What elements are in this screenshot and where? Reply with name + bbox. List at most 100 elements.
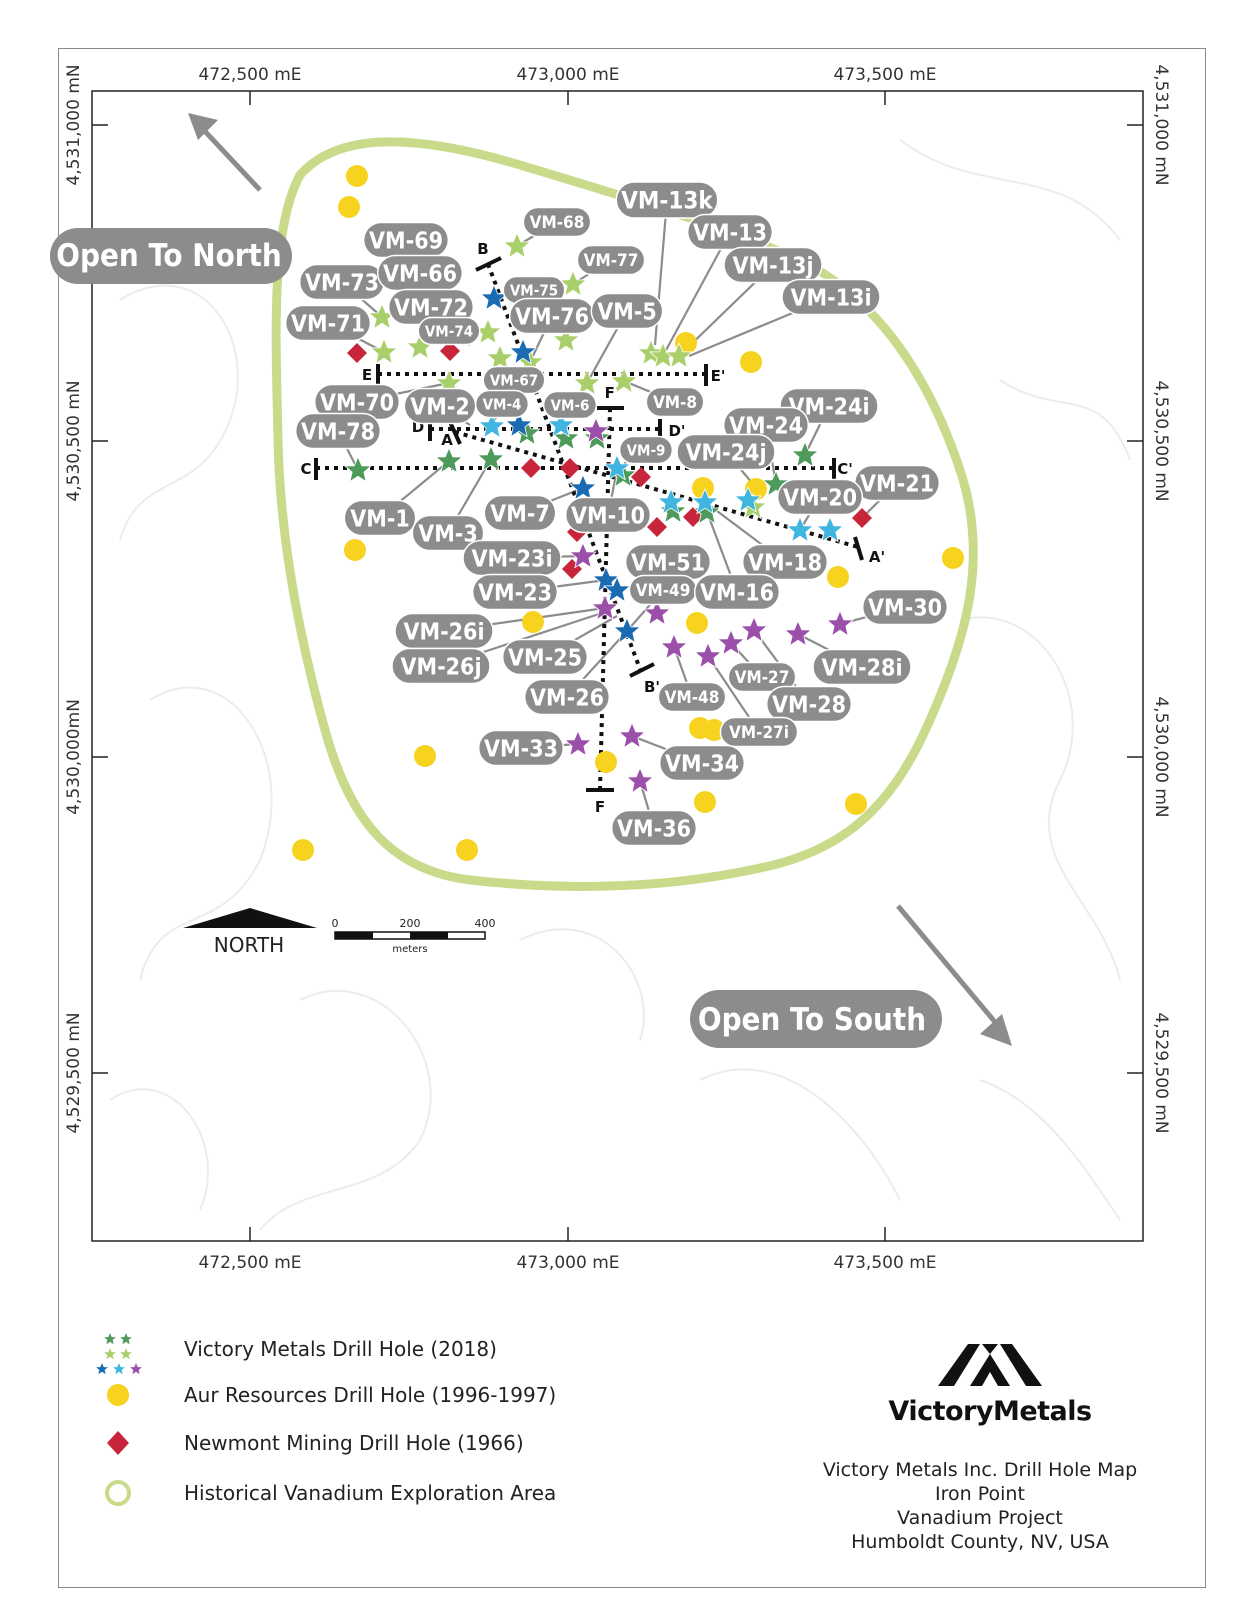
drill-hole-label: VM-26 [523,678,611,716]
drill-hole-label: VM-67 [482,365,546,395]
section-start-label: B [477,240,488,258]
label-leader [664,231,731,353]
drill-label-bg [693,573,781,611]
legend-label: Historical Vanadium Exploration Area [184,1481,557,1505]
drill-hole-label: VM-51 [624,543,712,581]
drill-label-bg [776,478,864,516]
drill-hole-label: VM-34 [658,744,746,782]
drill-label-bg [765,685,853,723]
newmont-drill-hole [647,517,667,537]
drill-label-bg [417,316,481,346]
drill-label-bg [523,678,611,716]
title-line: Vanadium Project [897,1507,1063,1529]
scale-tick-label: 400 [475,917,496,930]
drill-label-bg [483,494,557,532]
aur-drill-hole [414,745,436,767]
drill-hole-label: VM-16 [693,573,781,611]
y-tick-label: 4,531,000 mN [64,64,84,185]
drill-label-text: VM-27i [729,723,789,743]
aur-drill-hole [845,793,867,815]
drill-label-text: VM-16 [700,580,774,606]
drill-label-bg [719,716,799,748]
drill-label-text: VM-67 [490,371,538,389]
drill-label-text: VM-24j [685,440,766,466]
open-to-north-callout: Open To North [50,228,292,284]
drill-label-text: VM-33 [484,736,558,762]
section-end-cap [629,662,655,678]
drill-label-bg [618,435,674,465]
x-tick-label: 473,500 mE [833,65,936,85]
drill-label-bg [686,213,774,251]
drill-label-text: VM-13j [732,253,813,279]
open-to-south-callout: Open To South [690,990,942,1048]
drill-hole-label: VM-24j [676,433,776,471]
x-tick-label: 473,500 mE [833,1253,936,1273]
drill-hole-label: VM-70 [313,383,401,421]
section-end-label: F' [605,384,620,402]
aur-drill-hole [694,791,716,813]
drill-hole-label: VM-26i [394,612,494,650]
section-start-label: C [300,460,311,478]
title-line: Victory Metals Inc. Drill Hole Map [822,1459,1138,1481]
aur-drill-hole [942,547,964,569]
y-tick-label: 4,529,500 mN [64,1012,84,1133]
drill-label-bg [590,292,664,330]
drill-label-bg [294,412,382,450]
section-end-cap [475,256,502,272]
drill-label-bg [474,389,530,419]
map-border [91,90,1144,1242]
newmont-drill-hole [347,343,367,363]
north-arrow: NORTH [183,908,317,957]
newmont-drill-hole [852,508,872,528]
section-start-label: A [441,431,453,449]
drill-label-bg [781,278,881,316]
section-end-label: C' [837,460,853,478]
drill-label-text: VM-9 [627,441,666,459]
drill-label-text: VM-13 [693,220,767,246]
drill-hole-label: VM-66 [376,254,464,292]
newmont-drill-hole [631,467,651,487]
star-cluster-icon [96,1329,144,1375]
section-end-cap [448,421,462,445]
drill-label-text: VM-68 [530,213,585,233]
drill-label-bg [564,496,652,534]
drill-label-bg [741,543,829,581]
drill-hole-label: VM-8 [645,386,705,418]
drill-hole-label: VM-5 [590,292,664,330]
victory-drill-hole [786,516,814,543]
open-north-arrow-icon [188,113,262,192]
drill-hole-label: VM-3 [411,514,485,552]
axis-ticks [92,91,1143,1241]
victory-drill-hole [694,642,722,669]
x-tick-label: 473,000 mE [516,1253,619,1273]
drill-hole-label: VM-26j [391,647,491,685]
scale-tick-label: 0 [332,917,339,930]
legend-item-aur: Aur Resources Drill Hole (1996-1997) [96,1375,556,1415]
drill-label-text: VM-5 [597,299,657,325]
drill-hole-label: VM-77 [576,244,646,276]
section-end-label: B' [644,678,660,696]
drill-label-bg [615,181,719,219]
drill-label-text: VM-25 [508,645,582,671]
drill-label-text: VM-3 [418,521,478,547]
y-tick-label: 4,531,000 mN [1151,64,1171,185]
drill-label-text: VM-74 [425,322,473,340]
drill-hole-label: VM-1 [343,499,417,537]
drill-hole-label: VM-36 [610,809,698,847]
drill-label-text: VM-28i [821,655,902,681]
title-line: Iron Point [935,1483,1025,1505]
drill-hole-label: VM-20 [776,478,864,516]
y-tick-label: 4,530,500 mN [1151,380,1171,501]
drill-label-text: VM-73 [305,270,379,296]
drill-hole-label: VM-13j [723,246,823,284]
drill-label-text: VM-13k [621,187,713,215]
newmont-drill-hole [440,341,460,361]
drill-hole-label: VM-68 [522,206,592,238]
drill-label-text: VM-26j [400,654,481,680]
open-to-south-text: Open To South [698,1002,926,1038]
victory-drill-hole [791,441,819,468]
section-end-cap [853,536,864,561]
y-tick-label: 4,530,000 mN [1151,696,1171,817]
